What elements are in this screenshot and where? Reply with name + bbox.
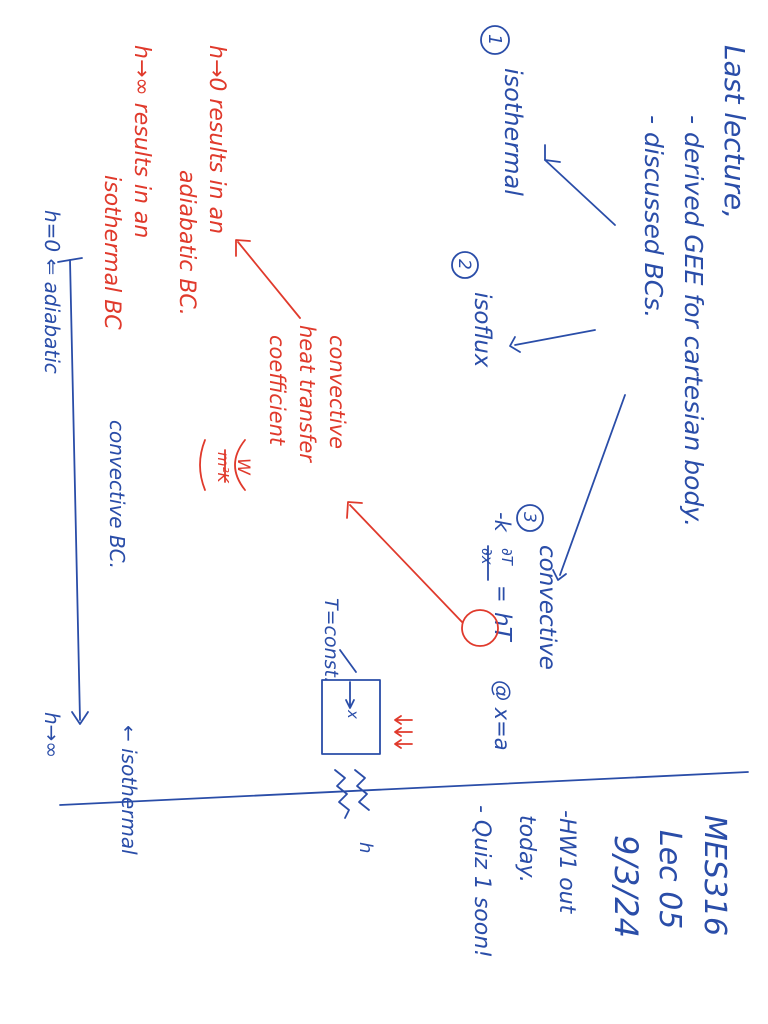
sketch-heat-arrow-1 (394, 715, 413, 725)
sketch-heat-arrow-2 (394, 727, 413, 737)
sketch-temp-arrow (339, 649, 357, 673)
recap-item-gee: - derived GEE for cartesian body. (679, 115, 708, 527)
announcement-quiz: - Quiz 1 soon! (469, 805, 494, 958)
eq-neg-k: -k (490, 512, 514, 533)
sketch-x-label: x (344, 709, 362, 719)
arrow-to-isoflux (514, 329, 596, 346)
sketch-convection-squiggle-2 (354, 769, 370, 811)
sketch-x-axis-arrow (345, 681, 355, 709)
announcement-homework: -HW1 out (554, 810, 579, 915)
sketch-heat-arrow-3 (394, 739, 413, 749)
bc-number-1: 1 (484, 34, 505, 45)
arrow-to-isothermal-head (544, 144, 561, 163)
bc-number-3: 3 (519, 512, 539, 523)
bc-number-circle-2 (451, 251, 479, 279)
eq-partial-t: ∂T (498, 548, 516, 567)
course-code: MES316 (697, 815, 732, 936)
sketch-convection-squiggle (334, 769, 350, 819)
arrow-coefficient-to-limits (237, 241, 301, 319)
eq-condition: @ x=a (490, 680, 514, 751)
bc-isoflux: isoflux (469, 292, 495, 368)
arrow-to-isothermal (544, 159, 616, 226)
lecture-number: Lec 05 (652, 830, 687, 929)
limit-h-inf-cont: isothermal BC (99, 175, 124, 330)
spectrum-isothermal-label: ← isothermal (117, 725, 141, 855)
spectrum-left-label: h=0 ⇐ adiabatic (40, 210, 64, 374)
bc-isothermal: isothermal (499, 68, 527, 196)
coefficient-line-1: convective (325, 335, 349, 449)
bc-number-circle-3 (516, 504, 544, 532)
h-highlight-circle (461, 609, 499, 647)
coefficient-line-3: coefficient (265, 335, 289, 446)
limit-h-zero-cont: adiabatic BC. (174, 170, 199, 316)
bc-convective: convective (534, 545, 560, 670)
arrow-coefficient-to-limits-head (235, 239, 251, 257)
sketch-temp-label: T=const. (320, 598, 342, 683)
bc-number-circle-1 (480, 25, 510, 55)
spectrum-middle-label: convective BC. (105, 420, 129, 569)
limit-h-inf: h→∞ results in an (129, 45, 154, 238)
arrow-to-isoflux-head (509, 336, 521, 353)
unit-right-paren (199, 439, 206, 491)
spectrum-right-arrow-head (71, 711, 89, 725)
arrow-to-convective-head (552, 569, 567, 581)
coefficient-line-2: heat transfer (295, 325, 319, 463)
spectrum-right-label: h→∞ (40, 712, 64, 758)
sketch-wall-box (321, 679, 381, 755)
header-divider-line (59, 771, 749, 806)
spectrum-axis-line (69, 259, 81, 721)
bc-number-2: 2 (454, 259, 474, 270)
recap-item-bcs: - discussed BCs. (639, 115, 668, 318)
arrow-to-convective (559, 394, 626, 576)
unit-numerator: W (233, 458, 253, 476)
spectrum-left-tick (57, 257, 83, 263)
announcement-today: today. (514, 815, 539, 883)
lecture-date: 9/3/24 (607, 835, 645, 938)
eq-partial-x: ∂x (478, 548, 496, 565)
unit-left-paren (234, 439, 246, 491)
unit-denominator: m²K (214, 452, 232, 484)
eq-equals: = (490, 585, 514, 603)
recap-title: Last lecture, (718, 45, 751, 219)
sketch-h-label: h (355, 842, 376, 853)
limit-h-zero: h→0 results in an (204, 45, 229, 234)
arrow-h-to-coefficient-head (346, 501, 363, 519)
arrow-h-to-coefficient (349, 504, 463, 623)
